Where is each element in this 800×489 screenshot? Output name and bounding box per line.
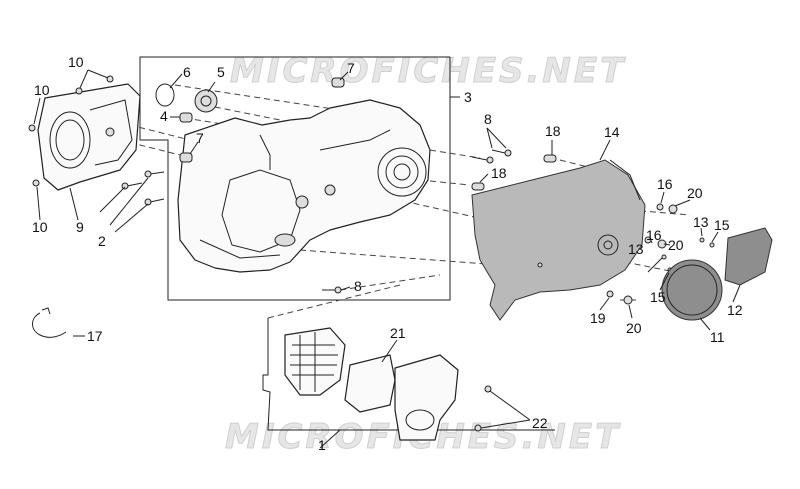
- callout-20: 20: [668, 237, 684, 253]
- callout-16: 16: [657, 176, 673, 192]
- assembly-frame-3: [139, 56, 451, 301]
- round-badge-cover: [661, 259, 723, 321]
- callout-1: 1: [318, 437, 326, 453]
- washers-bolts-16-20: [606, 203, 678, 305]
- callout-7: 7: [347, 60, 355, 76]
- callout-11: 11: [710, 329, 725, 345]
- bearing-seal-parts: [155, 77, 345, 163]
- inner-cover-plate: [37, 83, 141, 191]
- callout-22: 22: [532, 415, 548, 431]
- air-duct-cover-22: [394, 354, 459, 441]
- callout-18: 18: [545, 123, 561, 139]
- callout-6: 6: [183, 64, 191, 80]
- callout-21: 21: [390, 325, 406, 341]
- bolts-8: [322, 149, 512, 294]
- screws-10: [28, 75, 114, 187]
- callout-12: 12: [727, 302, 743, 318]
- screws-2: [121, 170, 165, 206]
- callout-9: 9: [76, 219, 84, 235]
- assembly-frame-1: [262, 318, 555, 431]
- callout-19: 19: [590, 310, 606, 326]
- air-duct-filter-21: [344, 354, 396, 413]
- callout-17: 17: [87, 328, 103, 344]
- callout-7: 7: [196, 130, 204, 146]
- callout-labels: 10 10 10 9 2 6 5 4 7 7 3 8 8 18 18 14 16…: [32, 54, 743, 453]
- callout-20: 20: [687, 185, 703, 201]
- callout-8: 8: [484, 111, 492, 127]
- callout-18: 18: [491, 165, 507, 181]
- callout-10: 10: [68, 54, 84, 70]
- callout-13: 13: [628, 241, 644, 257]
- callout-20: 20: [626, 320, 642, 336]
- hose-clamp: [32, 307, 67, 338]
- decal-plate: [724, 227, 773, 286]
- callout-16: 16: [646, 227, 662, 243]
- callout-15: 15: [714, 217, 730, 233]
- callout-10: 10: [34, 82, 50, 98]
- callout-3: 3: [464, 89, 472, 105]
- callout-2: 2: [98, 233, 106, 249]
- callout-10: 10: [32, 219, 48, 235]
- leader-lines: [33, 69, 741, 449]
- callout-4: 4: [160, 108, 168, 124]
- callout-8: 8: [354, 278, 362, 294]
- dash-frame-1: [267, 284, 401, 319]
- callout-15: 15: [650, 289, 666, 305]
- screws-22: [474, 385, 492, 432]
- crankcase-cover: [177, 99, 431, 273]
- dowels-18: [471, 154, 557, 191]
- callout-5: 5: [217, 64, 225, 80]
- outer-cover: [471, 159, 646, 321]
- callout-13: 13: [693, 214, 709, 230]
- callout-14: 14: [604, 124, 620, 140]
- air-duct-grille: [284, 327, 346, 396]
